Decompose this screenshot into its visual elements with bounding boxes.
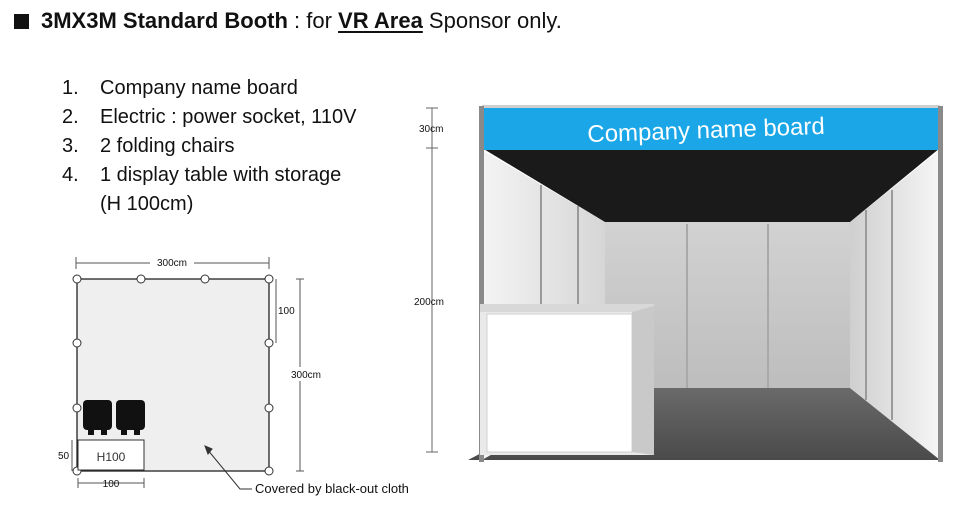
side-label: 100 [278,306,295,317]
width-label: 300cm [157,258,187,269]
page-title: 3MX3M Standard Booth : for VR Area Spons… [14,8,562,34]
list-item: 3. 2 folding chairs [62,135,235,157]
booth-floor [76,278,270,472]
pole-markers [72,274,274,476]
ceiling-opening [482,148,940,222]
company-name-board [482,107,940,150]
header-height-label: 30cm [419,124,443,135]
cloth-note: Covered by black-out cloth [255,481,409,496]
display-table [77,439,145,471]
list-item-note: (H 100cm) [100,193,194,215]
depth-label: 300cm [291,370,321,381]
list-item: 4. 1 display table with storage [62,164,342,186]
booth-type: 3MX3M Standard Booth [41,8,288,33]
folding-chairs [83,400,145,435]
wall-height-label: 200cm [414,297,444,308]
list-item: 1. Company name board [62,77,298,99]
height-dimension [426,107,438,453]
table-width-label: 100 [103,479,120,490]
square-bullet-icon [14,13,29,29]
table-depth-label: 50 [58,451,70,462]
table-label: H100 [97,450,126,464]
list-item: 2. Electric : power socket, 110V [62,106,357,128]
table-dimensions [71,440,145,488]
cloth-leader [204,445,252,490]
title-suffix: Sponsor only. [422,8,562,33]
vr-area-label: VR Area [338,8,423,33]
right-wall [850,150,940,460]
feature-list: 1. Company name board 2. Electric : powe… [62,74,356,219]
title-separator: : for [287,8,339,33]
